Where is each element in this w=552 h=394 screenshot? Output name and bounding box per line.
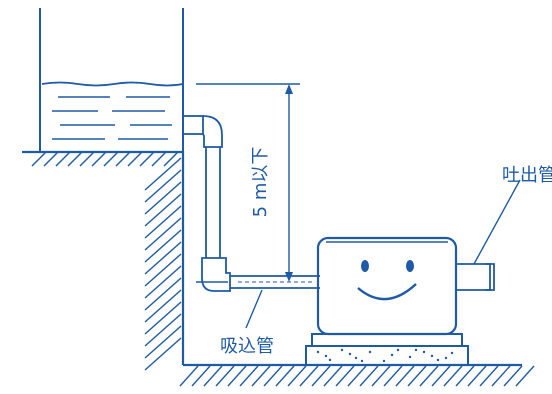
concrete-speckle: [390, 353, 394, 357]
concrete-speckle: [450, 351, 454, 355]
concrete-speckle: [396, 348, 400, 352]
pump-right-eye: [406, 260, 414, 272]
hatch-line: [144, 289, 182, 323]
hatch-line: [179, 365, 199, 387]
hatch-line: [287, 365, 307, 387]
concrete-speckle: [328, 358, 332, 362]
hatch-line: [347, 365, 367, 387]
discharge-pipe: [456, 179, 521, 291]
hatch-line: [467, 365, 487, 387]
concrete-speckle: [408, 355, 412, 359]
hatch-line: [31, 151, 47, 167]
hatch-line: [275, 365, 295, 387]
hatch-line: [335, 365, 355, 387]
concrete-speckle: [382, 359, 386, 363]
hatch-line: [251, 365, 271, 387]
hatch-line: [215, 365, 235, 387]
concrete-speckle: [360, 359, 364, 363]
hatch-line: [127, 151, 143, 167]
water-tank-icon: [39, 8, 184, 152]
concrete-speckle: [368, 350, 372, 354]
hatch-line: [144, 181, 182, 215]
lower-ground: [179, 363, 535, 387]
hatch-line: [151, 151, 167, 167]
hatch-line: [383, 365, 403, 387]
hatch-line: [144, 265, 182, 299]
hatch-line: [431, 365, 451, 387]
hatch-line: [203, 365, 223, 387]
concrete-speckle: [422, 350, 426, 354]
hatch-line: [139, 151, 155, 167]
hatch-line: [144, 169, 182, 203]
height-dimension: 5 m以下: [196, 83, 300, 283]
concrete-speckle: [444, 356, 448, 360]
hatch-line: [144, 193, 182, 227]
hatch-line: [144, 229, 182, 263]
hatch-line: [144, 157, 182, 191]
hatch-line: [503, 365, 523, 387]
concrete-speckle: [354, 356, 358, 360]
water-ripples: [52, 96, 172, 140]
pump-smile: [357, 283, 417, 301]
concrete-speckle: [348, 352, 352, 356]
hatch-line: [144, 205, 182, 239]
hatch-line: [515, 365, 535, 387]
height-limit-label: 5 m以下: [250, 147, 271, 218]
upper-ground-and-wall: [22, 150, 185, 371]
smiling-pump-icon: [305, 236, 469, 366]
hatch-line: [491, 365, 511, 387]
hatch-line: [144, 337, 182, 371]
hatch-line: [239, 365, 259, 387]
hatch-line: [299, 365, 319, 387]
concrete-speckle: [436, 358, 440, 362]
hatch-line: [263, 365, 283, 387]
hatch-line: [55, 151, 71, 167]
hatch-line: [67, 151, 83, 167]
hatch-line: [395, 365, 415, 387]
pump-left-eye: [361, 260, 369, 272]
hatch-line: [144, 241, 182, 275]
hatch-line: [144, 301, 182, 335]
concrete-speckle: [430, 354, 434, 358]
hatch-line: [91, 151, 107, 167]
hatch-line: [144, 253, 182, 287]
hatch-line: [443, 365, 463, 387]
hatch-line: [115, 151, 131, 167]
hatch-line: [144, 325, 182, 359]
concrete-speckle: [316, 350, 320, 354]
discharge-pipe-label: 吐出管: [502, 165, 552, 186]
hatch-line: [311, 365, 331, 387]
hatch-line: [79, 151, 95, 167]
suction-pipe: [182, 115, 320, 292]
hatch-line: [144, 277, 182, 311]
concrete-speckle: [414, 348, 418, 352]
hatch-line: [455, 365, 475, 387]
hatch-line: [103, 151, 119, 167]
hatch-line: [419, 365, 439, 387]
hatch-line: [359, 365, 379, 387]
hatch-line: [479, 365, 499, 387]
hatch-line: [371, 365, 391, 387]
hatch-line: [144, 313, 182, 347]
hatch-line: [191, 365, 211, 387]
suction-pipe-label: 吸込管: [220, 336, 274, 357]
hatch-line: [227, 365, 247, 387]
hatch-line: [407, 365, 427, 387]
hatch-line: [43, 151, 59, 167]
hatch-line: [144, 217, 182, 251]
hatch-line: [323, 365, 343, 387]
concrete-speckle: [324, 354, 328, 358]
hatch-line: [163, 151, 179, 167]
concrete-speckle: [340, 348, 344, 352]
